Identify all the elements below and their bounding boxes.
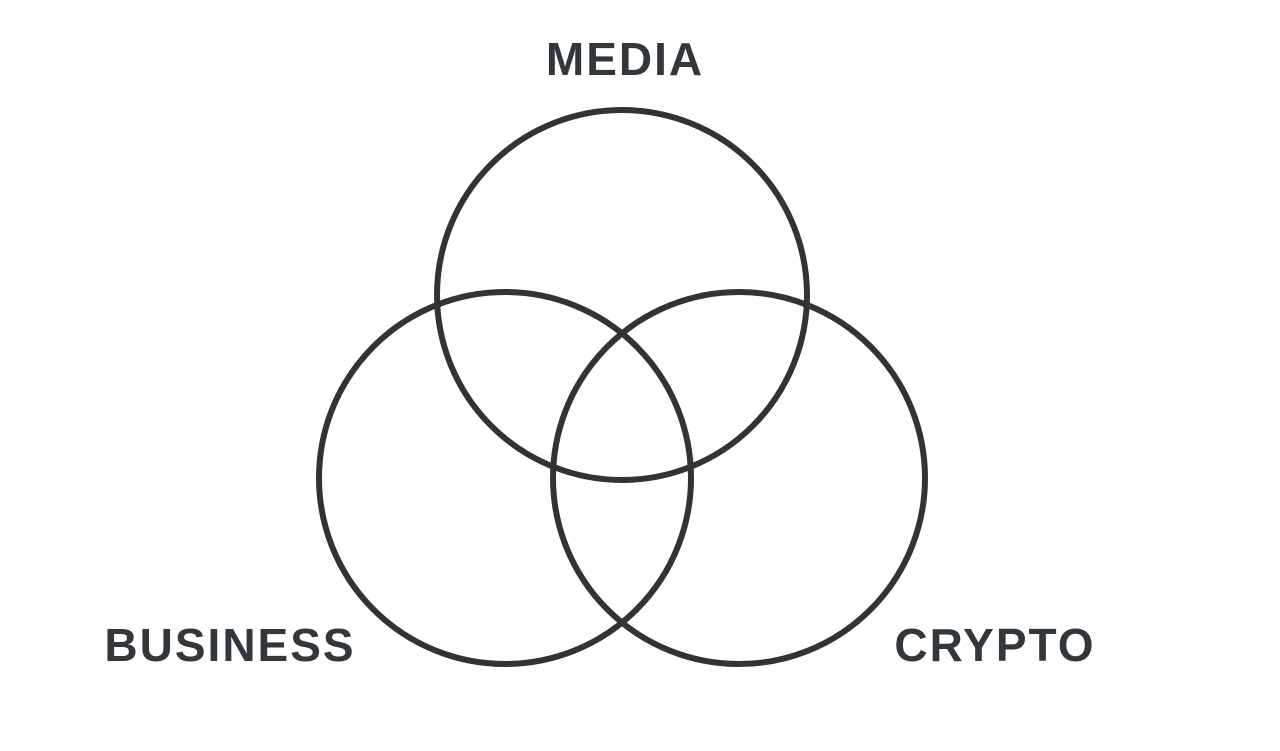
business-circle (316, 289, 694, 667)
crypto-circle (550, 289, 928, 667)
media-circle (434, 107, 810, 483)
media-label: MEDIA (545, 33, 705, 85)
business-label: BUSINESS (104, 619, 356, 671)
crypto-label: CRYPTO (894, 619, 1096, 671)
